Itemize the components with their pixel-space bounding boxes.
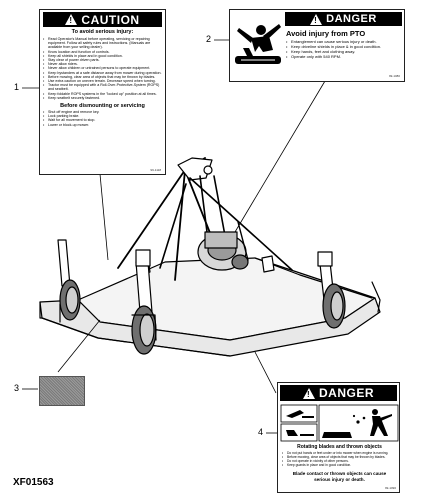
blade-footer: Blade contact or thrown objects can caus… bbox=[292, 471, 387, 482]
caution-heading: To avoid serious injury: bbox=[71, 29, 134, 35]
blade-signal-word: DANGER bbox=[318, 386, 374, 400]
pto-danger-header: ! DANGER bbox=[285, 12, 402, 26]
list-item: Keep driveline shields in place & in goo… bbox=[286, 44, 401, 49]
rear-wheel bbox=[57, 239, 81, 321]
list-item: Keep bystanders at a safe distance away … bbox=[43, 71, 162, 75]
blade-danger-decal: ! DANGER Rotating blades and thrown obje… bbox=[277, 382, 400, 493]
caution-list: Read Operator's Manual before operating,… bbox=[43, 37, 162, 100]
list-item: Tractor must be equipped with a Roll-Ove… bbox=[43, 83, 162, 91]
decal-code: 99-1090 bbox=[384, 486, 396, 490]
list-item: Keep all shields in place and in good co… bbox=[43, 54, 162, 58]
blade-danger-header: ! DANGER bbox=[280, 385, 397, 401]
list-item: Know location and function of controls. bbox=[43, 50, 162, 54]
list-item: Wait for all movement to stop. bbox=[43, 118, 162, 122]
list-item: Never allow riders. bbox=[43, 62, 162, 66]
figure-id: XF01563 bbox=[13, 477, 54, 488]
hitch-a-frame bbox=[117, 157, 221, 281]
list-item: Keep guards in place and in good conditi… bbox=[282, 463, 397, 467]
callout-1: 1 bbox=[14, 82, 20, 92]
warning-triangle-icon: ! bbox=[302, 387, 315, 399]
list-item: Keep seatbelt securely fastened. bbox=[43, 96, 162, 100]
gearbox bbox=[197, 221, 249, 271]
caution-header: ! CAUTION bbox=[43, 12, 162, 27]
list-item: Lock parking brake. bbox=[43, 114, 162, 118]
callout-2: 2 bbox=[206, 34, 212, 44]
callout-4: 4 bbox=[258, 427, 264, 437]
caution-decal: ! CAUTION To avoid serious injury: Read … bbox=[39, 9, 166, 175]
caution-signal-word: CAUTION bbox=[81, 12, 140, 27]
pto-list: Entanglement can cause serious injury or… bbox=[286, 39, 401, 59]
decal-code: 99-1118 bbox=[150, 168, 161, 172]
callout-3: 3 bbox=[14, 383, 20, 393]
list-item: Operate only with 540 RPM. bbox=[286, 54, 401, 59]
list-item: Keep foldable ROPS systems in the "locke… bbox=[43, 92, 162, 96]
blade-heading: Rotating blades and thrown objects bbox=[297, 444, 382, 450]
list-item: Never allow children or untrained person… bbox=[43, 66, 162, 70]
list-item: Keep hands, feet and clothing away. bbox=[286, 49, 401, 54]
hand-blade-icon bbox=[286, 410, 304, 418]
thrown-object-person-icon bbox=[372, 409, 378, 415]
list-item: Do not put hands or feet under or into m… bbox=[282, 451, 397, 455]
pto-heading: Avoid injury from PTO bbox=[286, 29, 366, 38]
list-item: Read Operator's Manual before operating,… bbox=[43, 37, 162, 50]
warning-triangle-icon: ! bbox=[65, 14, 78, 25]
list-item: Before mowing, clear area of objects tha… bbox=[43, 75, 162, 79]
list-item: Lower or block-up mower. bbox=[43, 123, 162, 127]
blade-list: Do not put hands or feet under or into m… bbox=[282, 451, 397, 467]
list-item: Entanglement can cause serious injury or… bbox=[286, 39, 401, 44]
caution-heading-2: Before dismounting or servicing bbox=[60, 103, 145, 110]
list-item: Before mowing, clear area of objects tha… bbox=[282, 455, 397, 459]
caution-list-2: Shut off engine and remove key. Lock par… bbox=[43, 110, 162, 127]
list-item: Stay clear of power driven parts. bbox=[43, 58, 162, 62]
reflector-decal bbox=[39, 376, 85, 406]
list-item: Do not operate in vicinity of other pers… bbox=[282, 459, 397, 463]
pto-entanglement-icon bbox=[235, 24, 281, 64]
decal-code: 99-1080 bbox=[388, 74, 400, 78]
pto-danger-decal: ! DANGER Avoid injury from PTO Entanglem… bbox=[229, 9, 405, 82]
blade-hazard-pictograms bbox=[280, 404, 399, 442]
list-item: Use extra caution on uneven terrain. Dec… bbox=[43, 79, 162, 83]
list-item: Shut off engine and remove key. bbox=[43, 110, 162, 114]
pto-signal-word: DANGER bbox=[326, 13, 377, 25]
left-wheel bbox=[131, 249, 157, 355]
right-wheel bbox=[317, 251, 346, 329]
foot-blade-icon bbox=[286, 430, 298, 436]
warning-triangle-icon: ! bbox=[310, 13, 323, 25]
